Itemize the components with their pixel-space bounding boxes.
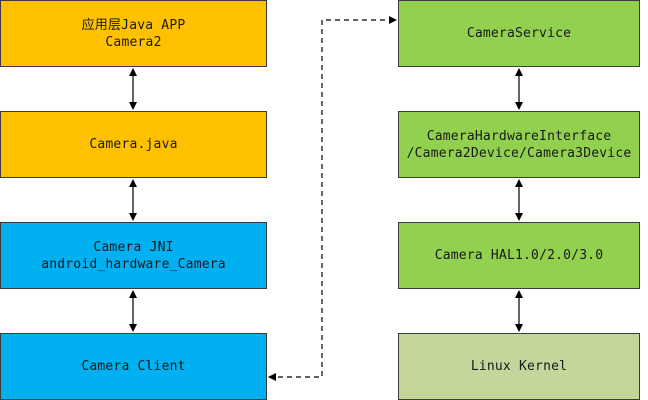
box-java-app: 应用层Java APP Camera2 [0, 0, 267, 67]
box-linux-kernel-label: Linux Kernel [470, 359, 568, 374]
box-linux-kernel: Linux Kernel [398, 333, 640, 400]
box-camera-jni: Camera JNI android_hardware_Camera [0, 222, 267, 289]
box-java-app-line2: Camera2 [105, 34, 162, 50]
box-camera-jni-line1: Camera JNI [93, 239, 174, 255]
box-camera-hal-label: Camera HAL1.0/2.0/3.0 [434, 248, 604, 263]
box-camera-service-label: CameraService [466, 26, 572, 41]
box-hardware-interface-line2: /Camera2Device/Camera3Device [406, 145, 632, 161]
box-java-app-line1: 应用层Java APP [81, 17, 186, 33]
box-camera-client: Camera Client [0, 333, 267, 400]
box-camera-java-label: Camera.java [89, 137, 178, 152]
box-camera-service: CameraService [398, 0, 640, 67]
box-camera-hal: Camera HAL1.0/2.0/3.0 [398, 222, 640, 289]
box-camera-client-label: Camera Client [81, 359, 186, 374]
box-hardware-interface: CameraHardwareInterface /Camera2Device/C… [398, 111, 640, 178]
box-camera-java: Camera.java [0, 111, 267, 178]
box-camera-jni-line2: android_hardware_Camera [41, 256, 226, 272]
dashed-arrow-client-to-service [268, 16, 397, 381]
box-hardware-interface-line1: CameraHardwareInterface [426, 128, 612, 144]
